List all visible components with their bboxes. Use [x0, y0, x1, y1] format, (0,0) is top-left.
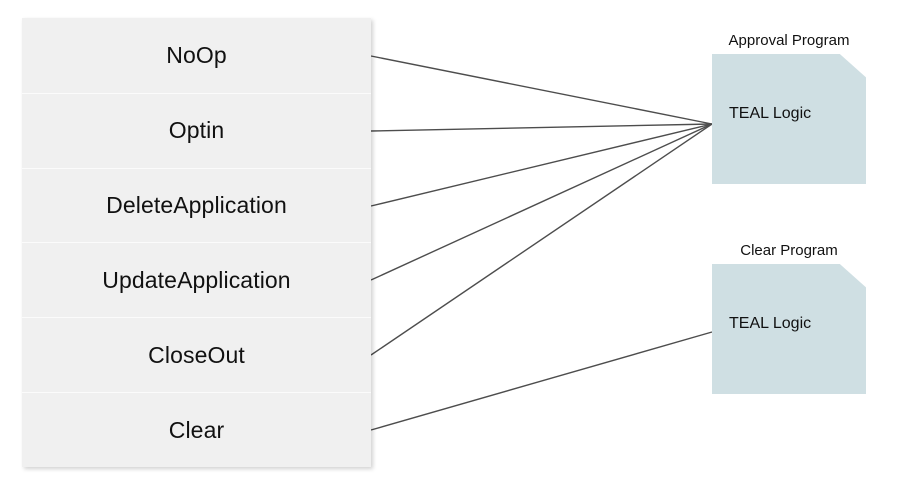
oncomplete-row-label: Optin: [168, 117, 225, 144]
oncomplete-row-label: Clear: [168, 416, 225, 443]
clear-program-title: Clear Program: [740, 242, 838, 259]
clear-program-body-label: TEAL Logic: [729, 315, 812, 332]
approval-program-body-label: TEAL Logic: [729, 105, 812, 122]
connector-updateapplication-to-approval-program: [370, 123, 713, 281]
approval-program-title: Approval Program: [728, 32, 850, 49]
oncomplete-row-label: CloseOut: [148, 341, 245, 368]
oncomplete-row-optin[interactable]: Optin: [22, 92, 371, 168]
connector-clear-to-clear-program: [370, 331, 713, 431]
oncomplete-row-closeout[interactable]: CloseOut: [22, 317, 371, 392]
oncomplete-row-label: UpdateApplication: [102, 266, 291, 293]
oncomplete-row-clear[interactable]: Clear: [22, 392, 371, 467]
clear-program-box[interactable]: TEAL Logic: [712, 264, 866, 394]
oncomplete-row-noop[interactable]: NoOp: [22, 18, 371, 93]
connector-optin-to-approval-program: [370, 123, 713, 132]
oncomplete-row-label: DeleteApplication: [106, 192, 287, 219]
approval-program-box[interactable]: TEAL Logic: [712, 54, 866, 184]
oncomplete-row-updateapplication[interactable]: UpdateApplication: [22, 242, 371, 317]
oncomplete-row-label: NoOp: [166, 41, 227, 68]
connector-closeout-to-approval-program: [370, 123, 713, 356]
oncomplete-row-deleteapplication[interactable]: DeleteApplication: [22, 167, 371, 243]
connector-deleteapplication-to-approval-program: [370, 123, 713, 207]
connector-noop-to-approval-program: [370, 55, 713, 125]
